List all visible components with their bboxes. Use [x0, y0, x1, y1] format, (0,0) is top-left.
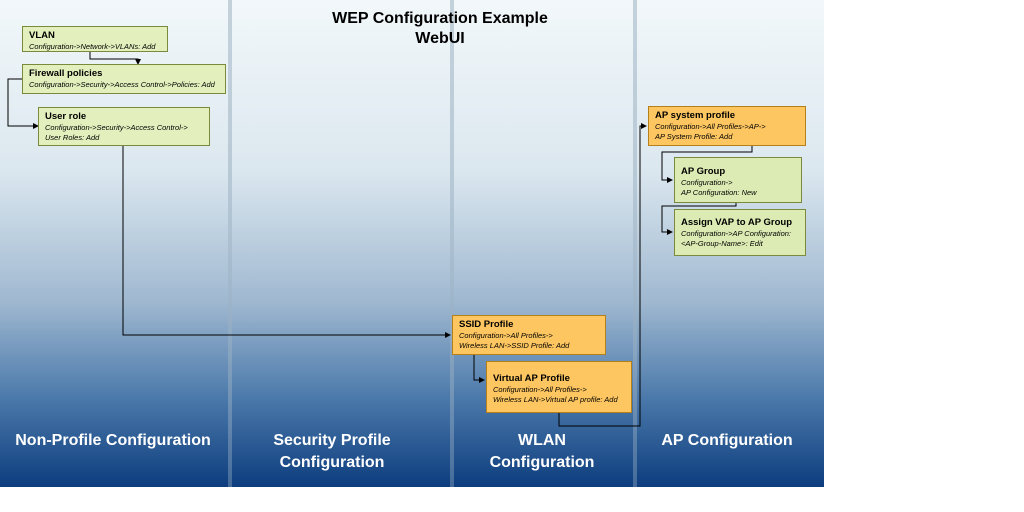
- lane-label-wlan: WLAN Configuration: [454, 430, 630, 474]
- lane-label-non-profile: Non-Profile Configuration: [0, 430, 226, 452]
- user-role-path: Configuration->Security->Access Control-…: [45, 123, 188, 142]
- diagram-subtitle: WebUI: [415, 30, 465, 47]
- firewall-title: Firewall policies: [29, 68, 103, 79]
- vlan-path: Configuration->Network->VLANs: Add: [29, 42, 156, 51]
- ap-system-title: AP system profile: [655, 110, 736, 121]
- ssid-path: Configuration->All Profiles-> Wireless L…: [459, 331, 570, 350]
- connector-virtualap-apsystem: [558, 123, 647, 427]
- diagram-canvas: WEP Configuration Example WebUI VLAN Con…: [0, 0, 824, 487]
- ssid-title: SSID Profile: [459, 319, 514, 330]
- lane-divider: [633, 0, 637, 487]
- ssid-profile-box: SSID Profile Configuration->All Profiles…: [452, 315, 606, 355]
- assign-vap-path: Configuration->AP Configuration: <AP-Gro…: [681, 229, 791, 248]
- lane-divider: [228, 0, 232, 487]
- lane-label-line: WLAN: [518, 432, 566, 449]
- lane-label-line: Configuration: [279, 454, 385, 471]
- vlan-box: VLAN Configuration->Network->VLANs: Add: [22, 26, 168, 52]
- connector-vlan-firewall: [89, 52, 141, 65]
- virtual-ap-profile-box: Virtual AP Profile Configuration->All Pr…: [486, 361, 632, 413]
- assign-vap-box: Assign VAP to AP Group Configuration->AP…: [674, 209, 806, 256]
- lane-label-line: Non-Profile Configuration: [15, 432, 211, 449]
- lane-label-line: AP Configuration: [661, 432, 793, 449]
- firewall-policies-box: Firewall policies Configuration->Securit…: [22, 64, 226, 94]
- virtual-ap-title: Virtual AP Profile: [493, 373, 570, 384]
- ap-system-path: Configuration->All Profiles->AP-> AP Sys…: [655, 122, 766, 141]
- connector-ssid-virtualap: [473, 355, 485, 383]
- virtual-ap-path: Configuration->All Profiles-> Wireless L…: [493, 385, 618, 404]
- user-role-box: User role Configuration->Security->Acces…: [38, 107, 210, 146]
- ap-system-profile-box: AP system profile Configuration->All Pro…: [648, 106, 806, 146]
- user-role-title: User role: [45, 111, 87, 122]
- vlan-title: VLAN: [29, 30, 55, 41]
- lane-label-line: Security Profile: [273, 432, 391, 449]
- lane-label-security-profile: Security Profile Configuration: [232, 430, 432, 474]
- connector-apsystem-apgroup: [661, 146, 753, 183]
- ap-group-box: AP Group Configuration-> AP Configuratio…: [674, 157, 802, 203]
- ap-group-title: AP Group: [681, 166, 726, 177]
- ap-group-path: Configuration-> AP Configuration: New: [681, 178, 757, 197]
- lane-label-ap-configuration: AP Configuration: [637, 430, 817, 452]
- connector-apgroup-assignvap: [661, 203, 737, 235]
- firewall-path: Configuration->Security->Access Control-…: [29, 80, 215, 89]
- connector-firewall-userrole: [7, 78, 39, 129]
- lane-divider: [450, 0, 454, 487]
- connector-lines: [7, 52, 753, 427]
- lane-label-line: Configuration: [489, 454, 595, 471]
- connector-userrole-ssid: [122, 146, 451, 338]
- diagram-title: WEP Configuration Example: [332, 10, 548, 27]
- assign-vap-title: Assign VAP to AP Group: [681, 217, 793, 228]
